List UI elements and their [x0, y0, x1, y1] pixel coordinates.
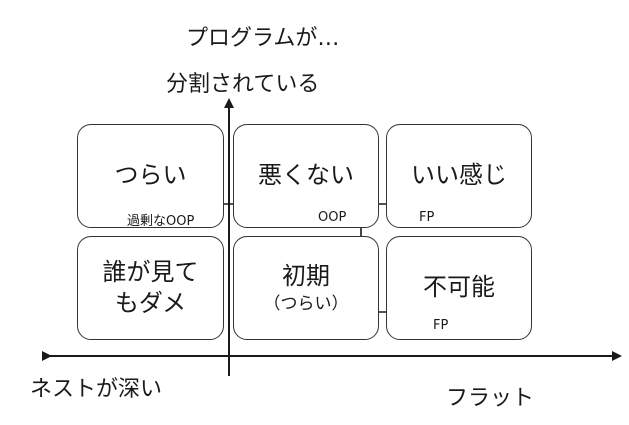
cell-bottom-left-line1: 誰が見て — [102, 257, 199, 286]
cell-top-left: つらい — [77, 124, 224, 228]
cell-bottom-center-line2: （つらい） — [263, 293, 349, 314]
cell-top-right: いい感じ — [386, 124, 532, 228]
cell-top-center: 悪くない — [233, 124, 379, 228]
cell-bottom-right: 不可能 — [386, 236, 532, 340]
oop-label: OOP — [318, 210, 347, 225]
diagram-title: プログラムが… — [186, 26, 340, 51]
cell-bottom-center: 初期 （つらい） — [233, 236, 379, 340]
cell-bottom-right-label: 不可能 — [423, 273, 495, 302]
cell-bottom-left-line2: もダメ — [114, 289, 187, 317]
fp-label-bottom: FP — [433, 318, 449, 333]
cell-bottom-center-line1: 初期 — [282, 262, 330, 291]
x-axis-label-left: ネストが深い — [30, 377, 163, 402]
cell-top-right-label: いい感じ — [411, 161, 507, 190]
cell-top-center-label: 悪くない — [258, 161, 354, 190]
x-axis-label-right: フラット — [446, 386, 535, 411]
cell-top-left-label: つらい — [114, 161, 187, 190]
excessive-oop-label: 過剰なOOP — [127, 214, 195, 229]
y-axis-label: 分割されている — [166, 72, 320, 97]
fp-label-top: FP — [419, 210, 435, 225]
cell-bottom-left: 誰が見て もダメ — [77, 236, 224, 340]
